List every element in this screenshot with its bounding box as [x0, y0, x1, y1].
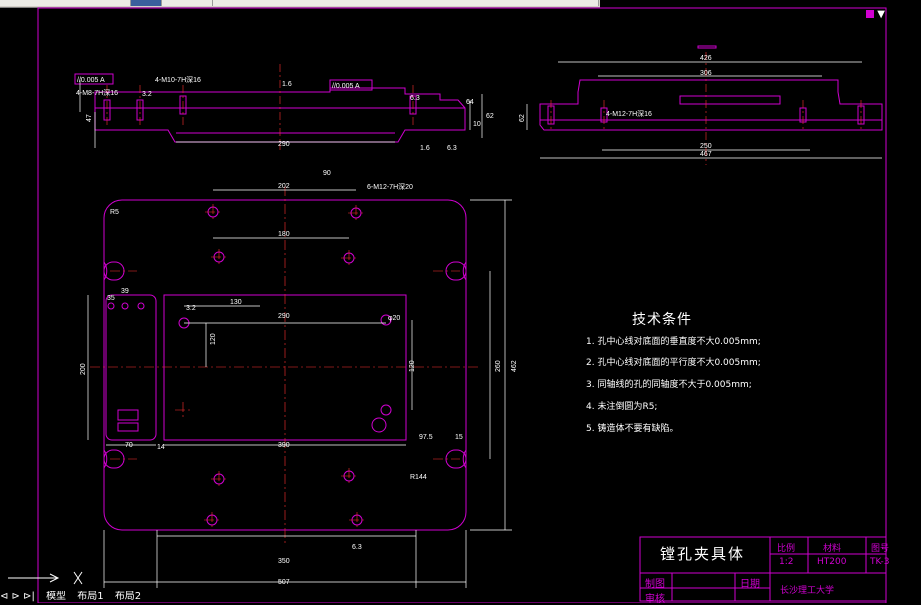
tab-model[interactable]: 模型 — [46, 591, 67, 602]
roughness-label: 1.6 — [282, 81, 292, 88]
thread-callout: 4-M12-7H深16 — [606, 109, 652, 118]
dim-label: R5 — [110, 209, 119, 216]
side-view-centerlines — [550, 52, 862, 165]
tech-requirement-item: 4. 未注倒圆为R5; — [586, 402, 658, 412]
main-view-holes — [107, 206, 392, 526]
dim-label: 39 — [121, 288, 129, 295]
tech-requirement-item: 5. 铸造体不要有缺陷。 — [586, 424, 679, 434]
dim-label: 462 — [511, 360, 518, 372]
dim-label: 62 — [486, 113, 494, 120]
dim-label: 426 — [700, 55, 712, 62]
dim-label: 10 — [473, 121, 481, 128]
dim-label: 180 — [278, 231, 290, 238]
main-view-labels: 202 180 130 290 390 14 70 35 39 200 462 … — [80, 170, 518, 586]
layout-tabs[interactable]: ⊲ ⊳ ⊳| 模型 布局1 布局2 — [0, 591, 640, 603]
date-label: 日期 — [740, 579, 760, 590]
dim-label: 467 — [700, 151, 712, 158]
dim-label: 260 — [495, 360, 502, 372]
dim-label: 290 — [278, 313, 290, 320]
dim-label: 120 — [409, 360, 416, 372]
thread-callout: 6-M12-7H深20 — [367, 182, 413, 191]
dim-label: 14 — [157, 444, 165, 451]
tab-nav-arrows[interactable]: ⊲ ⊳ ⊳| — [0, 591, 35, 602]
drawn-by-label: 制图 — [645, 579, 665, 590]
dim-label: 507 — [278, 579, 290, 586]
top-view-labels: //0.005 A 4-M8-7H深16 4-M10-7H深16 //0.005… — [76, 75, 494, 152]
dim-label: 35 — [107, 295, 115, 302]
side-view-dimensions — [526, 61, 882, 159]
part-name: 镗孔夹具体 — [660, 545, 746, 563]
dim-label: 47 — [86, 114, 93, 122]
dim-label: 120 — [210, 333, 217, 345]
side-view-labels: 426 306 250 467 62 4-M12-7H深16 — [519, 55, 712, 158]
side-view — [539, 45, 883, 131]
material-header: 材料 — [823, 544, 842, 554]
dim-label: 97.5 — [419, 434, 433, 441]
roughness-label: 6.3 — [352, 544, 362, 551]
scale-value: 1:2 — [779, 557, 794, 567]
thread-callout: 4-M10-7H深16 — [155, 75, 201, 84]
title-block — [639, 536, 887, 602]
viewport-square-icon[interactable] — [866, 10, 875, 18]
tolerance-callout: //0.005 A — [332, 83, 360, 90]
drawing-number-value: TK-3 — [870, 557, 890, 567]
roughness-label: 6.3 — [410, 95, 420, 102]
roughness-label: 6.3 — [447, 145, 457, 152]
dim-label: 200 — [80, 363, 87, 375]
dim-label: 90 — [323, 170, 331, 177]
tech-requirement-item: 2. 孔中心线对底面的平行度不大0.005mm; — [586, 358, 761, 368]
tech-requirement-item: 1. 孔中心线对底面的垂直度不大0.005mm; — [586, 337, 761, 347]
roughness-label: 3.2 — [142, 91, 152, 98]
school-name: 长沙理工大学 — [780, 586, 835, 596]
dim-label: 350 — [278, 558, 290, 565]
tab-layout2[interactable]: 布局2 — [114, 591, 142, 602]
reviewed-by-label: 审核 — [645, 594, 665, 605]
dim-label: 64 — [466, 99, 474, 106]
radius-callout: R144 — [410, 474, 427, 481]
material-value: HT200 — [817, 557, 847, 567]
top-view-dimensions — [79, 80, 483, 148]
dim-label: 70 — [125, 442, 133, 449]
dim-label: 62 — [519, 114, 526, 122]
scale-header: 比例 — [777, 544, 796, 554]
tab-layout1[interactable]: 布局1 — [77, 591, 104, 602]
roughness-label: 1.6 — [420, 145, 430, 152]
drawing-border — [37, 7, 887, 603]
dim-label: 15 — [455, 434, 463, 441]
dim-label: 390 — [278, 442, 290, 449]
tech-requirements-title: 技术条件 — [632, 312, 692, 328]
main-view-centerlines — [90, 186, 480, 545]
dim-label: 290 — [278, 141, 290, 148]
ucs-icon — [8, 571, 83, 585]
dim-label: 250 — [700, 143, 712, 150]
top-view-centerlines — [106, 64, 414, 150]
dim-label: 306 — [700, 70, 712, 77]
dim-label: 130 — [230, 299, 242, 306]
main-view-dimensions — [87, 189, 512, 588]
tolerance-callout: //0.005 A — [77, 77, 105, 84]
top-view — [74, 73, 466, 143]
roughness-label: 3.2 — [186, 305, 196, 312]
drawing-number-header: 图号 — [871, 544, 890, 554]
viewport-dropdown-icon[interactable]: ▼ — [877, 9, 885, 20]
dim-label: 202 — [278, 183, 290, 190]
thread-callout: 4-M8-7H深16 — [76, 88, 118, 97]
dim-label: φ20 — [388, 315, 400, 322]
viewport-controls[interactable]: ▼ — [866, 10, 885, 20]
tech-requirement-item: 3. 同轴线的孔的同轴度不大于0.005mm; — [586, 380, 752, 390]
